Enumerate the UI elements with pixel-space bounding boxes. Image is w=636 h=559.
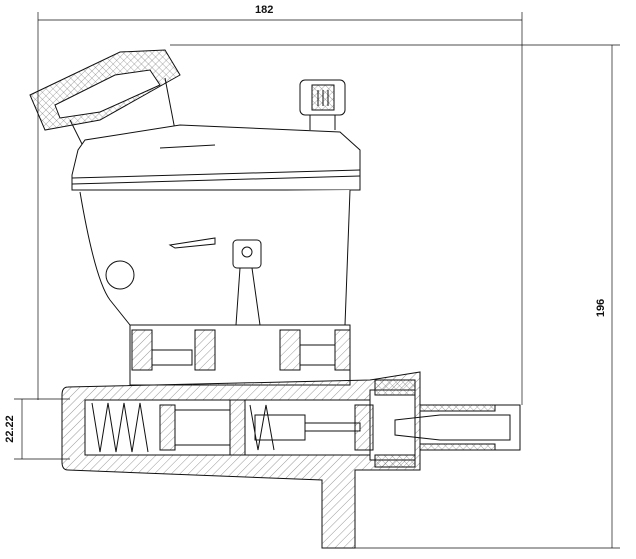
reservoir: [71, 124, 361, 326]
pushrod-tube: [394, 404, 521, 451]
dimension-lines: [14, 12, 620, 549]
height-dimension-label: 196: [595, 298, 608, 318]
level-sensor-connector: [299, 79, 346, 130]
reservoir-mount: [129, 324, 351, 386]
internal-parts: [91, 399, 374, 456]
cylinder-body: [61, 371, 421, 549]
width-dimension-label: 182: [255, 4, 274, 16]
bore-dimension-label: 22.22: [3, 415, 16, 443]
